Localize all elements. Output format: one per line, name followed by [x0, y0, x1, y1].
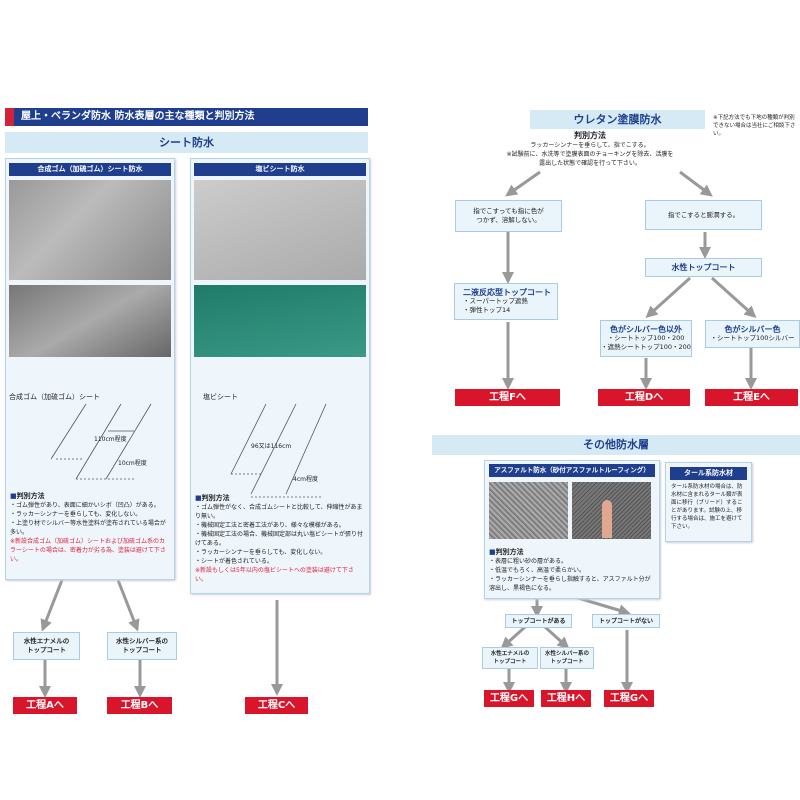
go-step-g-2: 工程Gへ — [604, 690, 654, 707]
method-item: ・ラッカーシンナーを垂らしても、変化しない。 — [10, 511, 142, 518]
pvc-photo-2 — [194, 285, 366, 357]
other-band: その他防水層 — [432, 435, 800, 455]
go-step-e: 工程Eへ — [705, 389, 798, 406]
method-item: ・表層に粗い砂の層がある。 — [489, 558, 568, 565]
method-heading: 判別方法 — [489, 547, 655, 557]
method-item: ・機械固定工法の場合、機械固定部は丸い塩ビシートが張り付けてある。 — [195, 531, 364, 547]
pvc-sheet-card: 塩ビシート防水 塩ビシート 96又は116cm 4cm程度 判別方法 ・ゴム弾性… — [190, 158, 370, 594]
method-note: ※試験前に、水洗等で塗膜表面のチョーキングを除去、活膜を露出した状態で確認を行っ… — [506, 151, 674, 167]
two-part-topcoat-box: 二液反応型トップコート・スーパートップ遮熱・弾性トップ14 — [454, 283, 558, 320]
go-step-c: 工程Cへ — [245, 697, 308, 714]
dimension-label: 10cm程度 — [118, 460, 147, 467]
card-header: アスファルト防水（砂付アスファルトルーフィング） — [489, 464, 655, 477]
asphalt-card: アスファルト防水（砂付アスファルトルーフィング） 判別方法 ・表層に粗い砂の層が… — [484, 460, 660, 599]
diagram-label: 塩ビシート — [203, 393, 238, 401]
no-topcoat-box: トップコートがない — [592, 614, 660, 628]
method-item: ・シートが着色されている。 — [195, 558, 273, 565]
go-step-f: 工程Fへ — [455, 389, 560, 406]
enamel-topcoat-box: 水性エナメルのトップコート — [482, 647, 538, 669]
swell-box: 指でこすると膨潤する。 — [645, 200, 762, 230]
consult-note: ※下記方法でも下地の種類が判別できない場合は当社にご相談下さい。 — [713, 115, 796, 137]
silver-box: 色がシルバー色・シートトップ100シルバー — [705, 320, 800, 348]
card-header: 合成ゴム（加硫ゴム）シート防水 — [9, 163, 171, 176]
go-step-b: 工程Bへ — [107, 697, 172, 714]
method-item: ・ラッカーシンナーを垂らし指触すると、アスファルト分が溶出し、黒褐色になる。 — [489, 576, 651, 592]
urethane-band: ウレタン塗膜防水 — [530, 110, 705, 129]
has-topcoat-box: トップコートがある — [505, 614, 572, 628]
asphalt-photo-2 — [572, 482, 651, 539]
dimension-label: 96又は116cm — [251, 443, 292, 450]
pvc-photo-1 — [194, 180, 366, 280]
asphalt-photo-1 — [489, 482, 568, 539]
rubber-photo-1 — [9, 180, 171, 280]
method-item: ・ゴム弾性がなく、合成ゴムシートと比較して、伸縮性があまり無い。 — [195, 504, 363, 520]
seam-diagram — [230, 403, 327, 498]
sheet-band: シート防水 — [5, 132, 368, 153]
page-title: 屋上・ベランダ防水 防水表層の主な種類と判別方法 — [5, 108, 368, 126]
warning-note: ※新設もしくは5年以内の塩ビシートへの塗装は避けて下さい。 — [195, 567, 354, 583]
tar-text: タール系防水材の場合は、防水材に含まれるタール類が表面に移行（ブリード）すること… — [671, 484, 743, 530]
method-heading: 判別方法 — [574, 131, 606, 140]
method-item: ・上塗り材でシルバー等水性塗料が塗布されている場合が多い。 — [10, 520, 166, 536]
enamel-topcoat-box: 水性エナメルのトップコート — [13, 632, 80, 660]
dimension-label: 4cm程度 — [293, 476, 318, 483]
go-step-d: 工程Dへ — [598, 389, 690, 406]
warning-note: ※新設合成ゴム（加硫ゴム）シートおよび加硫ゴム系のカラーシートの場合は、密着力が… — [10, 538, 166, 563]
seam-diagram — [50, 403, 152, 480]
go-step-g: 工程Gへ — [484, 690, 534, 707]
card-header: 塩ビシート防水 — [194, 163, 366, 176]
no-color-box: 指でこすっても指に色がつかず、溶解しない。 — [455, 200, 562, 232]
method-heading: 判別方法 — [195, 493, 365, 503]
silver-topcoat-box: 水性シルバー系のトップコート — [107, 632, 177, 660]
card-header: タール系防水材 — [670, 467, 747, 480]
non-silver-box: 色がシルバー色以外・シートトップ100・200・遮熱シートトップ100・200 — [600, 320, 692, 357]
go-step-a: 工程Aへ — [13, 697, 77, 714]
method-item: ・ラッカーシンナーを垂らしても、変化しない。 — [195, 549, 327, 556]
water-topcoat-box: 水性トップコート — [645, 258, 762, 277]
tar-card: タール系防水材 タール系防水材の場合は、防水材に含まれるタール類が表面に移行（ブ… — [665, 462, 752, 542]
diagram-label: 合成ゴム（加硫ゴム）シート — [9, 393, 100, 401]
rubber-sheet-card: 合成ゴム（加硫ゴム）シート防水 合成ゴム（加硫ゴム）シート 110cm程度 10… — [5, 158, 175, 580]
method-text: ラッカーシンナーを垂らして、指でこする。 — [530, 142, 650, 149]
method-item: ・低温でもろく、高温で柔らかい。 — [489, 567, 586, 574]
rubber-photo-2 — [9, 285, 171, 357]
go-step-h: 工程Hへ — [541, 690, 591, 707]
method-heading: 判別方法 — [10, 491, 170, 501]
method-item: ・ゴム弾性があり、表面に細かいシボ（凹凸）がある。 — [10, 502, 160, 509]
dimension-label: 110cm程度 — [94, 436, 127, 443]
method-item: ・機械固定工法と密着工法があり、様々な模様がある。 — [195, 522, 345, 529]
silver-topcoat-box: 水性シルバー系のトップコート — [540, 647, 594, 669]
